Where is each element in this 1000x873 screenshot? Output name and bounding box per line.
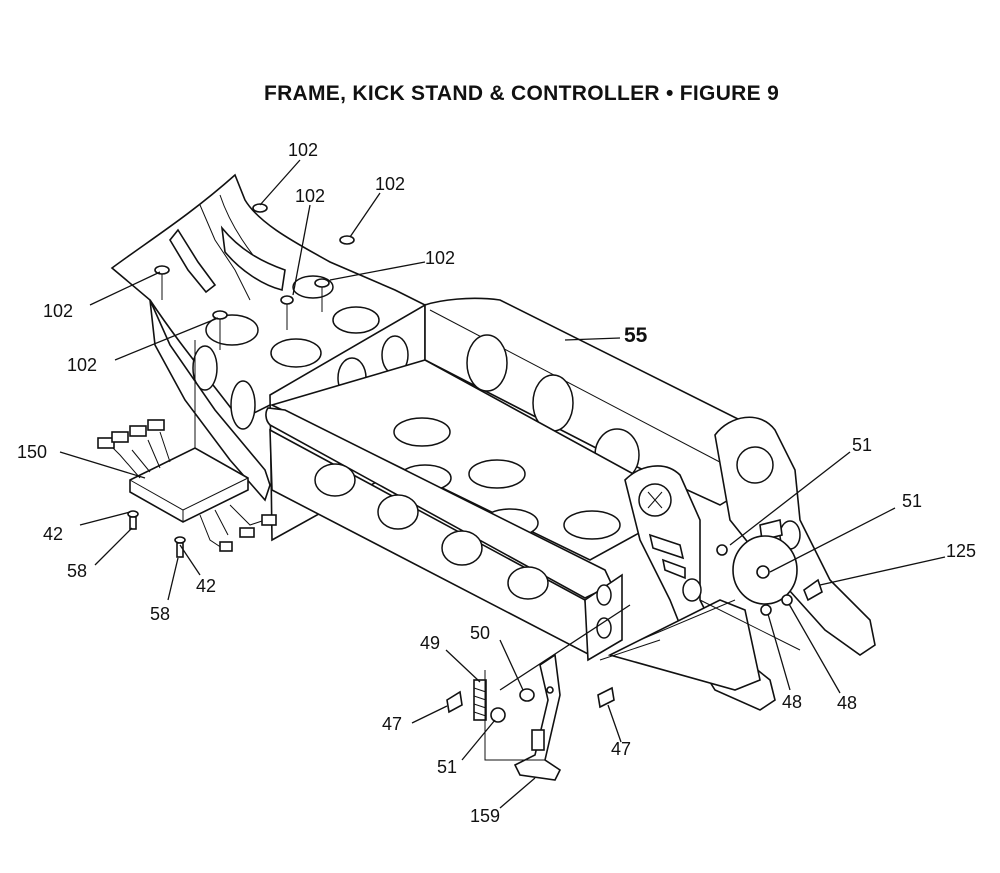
callout-125: 125 xyxy=(946,541,976,561)
callout-102: 102 xyxy=(375,174,405,194)
callout-48: 48 xyxy=(782,692,802,712)
figure-title: FRAME, KICK STAND & CONTROLLER • FIGURE … xyxy=(263,82,780,105)
callout-50: 50 xyxy=(470,623,490,643)
callout-58: 58 xyxy=(67,561,87,581)
callout-102: 102 xyxy=(288,140,318,160)
axle-hardware xyxy=(699,578,823,651)
callout-58: 58 xyxy=(150,604,170,624)
callout-159: 159 xyxy=(470,806,500,826)
callouts: 102 102 102 102 102 102 55 150 42 58 42 … xyxy=(17,140,976,826)
callout-55: 55 xyxy=(624,324,648,347)
bearing-disc xyxy=(716,535,798,605)
callout-42: 42 xyxy=(43,524,63,544)
callout-47: 47 xyxy=(611,739,631,759)
callout-51: 51 xyxy=(437,757,457,777)
callout-42: 42 xyxy=(196,576,216,596)
callout-51: 51 xyxy=(852,435,872,455)
callout-102: 102 xyxy=(43,301,73,321)
callout-102: 102 xyxy=(425,248,455,268)
callout-102: 102 xyxy=(295,186,325,206)
callout-102: 102 xyxy=(67,355,97,375)
callout-150: 150 xyxy=(17,442,47,462)
callout-47: 47 xyxy=(382,714,402,734)
callout-49: 49 xyxy=(420,633,440,653)
frame xyxy=(110,173,876,711)
controller xyxy=(97,340,277,558)
callout-51: 51 xyxy=(902,491,922,511)
leader-lines xyxy=(59,159,946,809)
kick-stand xyxy=(446,639,661,781)
top-fasteners xyxy=(154,203,355,350)
callout-48: 48 xyxy=(837,693,857,713)
